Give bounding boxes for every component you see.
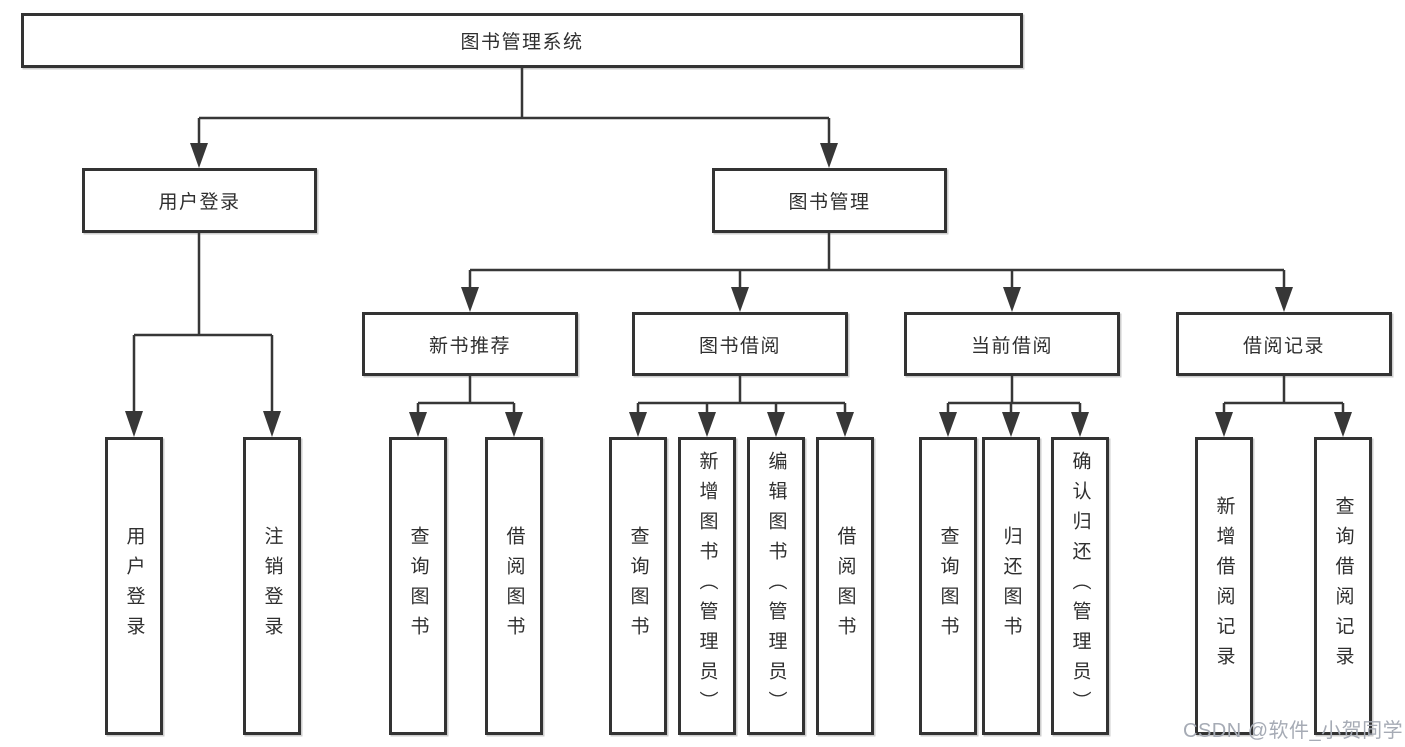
arrowhead bbox=[461, 287, 479, 312]
leaf-borrow-books-recommend: 借阅图书 bbox=[485, 437, 543, 735]
node-root-system: 图书管理系统 bbox=[21, 13, 1023, 68]
leaf-confirm-return-admin: 确认归还（管理员） bbox=[1051, 437, 1109, 735]
arrowhead bbox=[629, 412, 647, 437]
node-book-borrow: 图书借阅 bbox=[632, 312, 848, 376]
edge-root-to-level2 bbox=[197, 66, 831, 144]
leaf-query-books-borrow: 查询图书 bbox=[609, 437, 667, 735]
leaf-label: 新增借阅记录 bbox=[1213, 496, 1235, 676]
leaf-label: 编辑图书（管理员） bbox=[765, 451, 787, 721]
leaf-label: 确认归还（管理员） bbox=[1069, 451, 1091, 721]
arrowhead bbox=[939, 412, 957, 437]
node-label: 用户登录 bbox=[158, 192, 241, 213]
arrowhead bbox=[505, 412, 523, 437]
node-label: 图书管理 bbox=[788, 192, 871, 213]
leaf-label: 查询借阅记录 bbox=[1332, 496, 1354, 676]
arrowhead bbox=[1071, 412, 1089, 437]
leaf-label: 查询图书 bbox=[627, 526, 649, 646]
leaf-query-books-current: 查询图书 bbox=[919, 437, 977, 735]
node-label: 图书借阅 bbox=[698, 335, 781, 357]
leaf-label: 借阅图书 bbox=[503, 526, 525, 646]
leaf-edit-book-admin: 编辑图书（管理员） bbox=[747, 437, 805, 735]
arrowhead bbox=[1002, 412, 1020, 437]
arrowhead bbox=[820, 143, 838, 168]
arrowhead bbox=[1275, 287, 1293, 312]
leaf-label: 查询图书 bbox=[407, 526, 429, 646]
edge-book-borrow-to-leaves bbox=[636, 376, 847, 413]
node-book-management: 图书管理 bbox=[712, 168, 947, 233]
node-current-borrow: 当前借阅 bbox=[904, 312, 1120, 376]
arrowhead bbox=[731, 287, 749, 312]
node-label: 借阅记录 bbox=[1242, 335, 1325, 357]
leaf-label: 新增图书（管理员） bbox=[696, 451, 718, 721]
edge-user-login-to-leaves bbox=[132, 233, 274, 412]
arrowhead bbox=[836, 412, 854, 437]
leaf-add-borrow-record: 新增借阅记录 bbox=[1195, 437, 1253, 735]
node-new-book-recommend: 新书推荐 bbox=[362, 312, 578, 376]
leaf-borrow-books: 借阅图书 bbox=[816, 437, 874, 735]
arrowhead bbox=[1003, 287, 1021, 312]
node-user-login: 用户登录 bbox=[82, 168, 317, 233]
arrowhead bbox=[263, 411, 281, 437]
leaf-user-login: 用户登录 bbox=[105, 437, 163, 735]
leaf-return-books: 归还图书 bbox=[982, 437, 1040, 735]
leaf-label: 归还图书 bbox=[1000, 526, 1022, 646]
leaf-add-book-admin: 新增图书（管理员） bbox=[678, 437, 736, 735]
arrowhead bbox=[1334, 412, 1352, 437]
edge-book-management-to-level3 bbox=[468, 233, 1286, 288]
leaf-query-books-recommend: 查询图书 bbox=[389, 437, 447, 735]
arrowhead bbox=[767, 412, 785, 437]
leaf-label: 注销登录 bbox=[261, 526, 283, 646]
edge-new-book-recommend-to-leaves bbox=[416, 376, 516, 413]
node-label: 图书管理系统 bbox=[460, 32, 584, 53]
leaf-label: 查询图书 bbox=[937, 526, 959, 646]
arrowhead bbox=[409, 412, 427, 437]
node-label: 新书推荐 bbox=[428, 335, 511, 357]
leaf-query-borrow-record: 查询借阅记录 bbox=[1314, 437, 1372, 735]
arrowhead bbox=[190, 143, 208, 168]
leaf-logout: 注销登录 bbox=[243, 437, 301, 735]
node-borrow-records: 借阅记录 bbox=[1176, 312, 1392, 376]
leaf-label: 借阅图书 bbox=[834, 526, 856, 646]
edge-current-borrow-to-leaves bbox=[946, 376, 1082, 413]
edge-borrow-records-to-leaves bbox=[1222, 376, 1345, 413]
csdn-watermark: CSDN @软件_小贺同学 bbox=[1183, 720, 1404, 742]
arrowhead bbox=[1215, 412, 1233, 437]
arrowhead bbox=[698, 412, 716, 437]
leaf-label: 用户登录 bbox=[123, 526, 145, 646]
node-label: 当前借阅 bbox=[970, 335, 1053, 357]
arrowhead bbox=[125, 411, 143, 437]
